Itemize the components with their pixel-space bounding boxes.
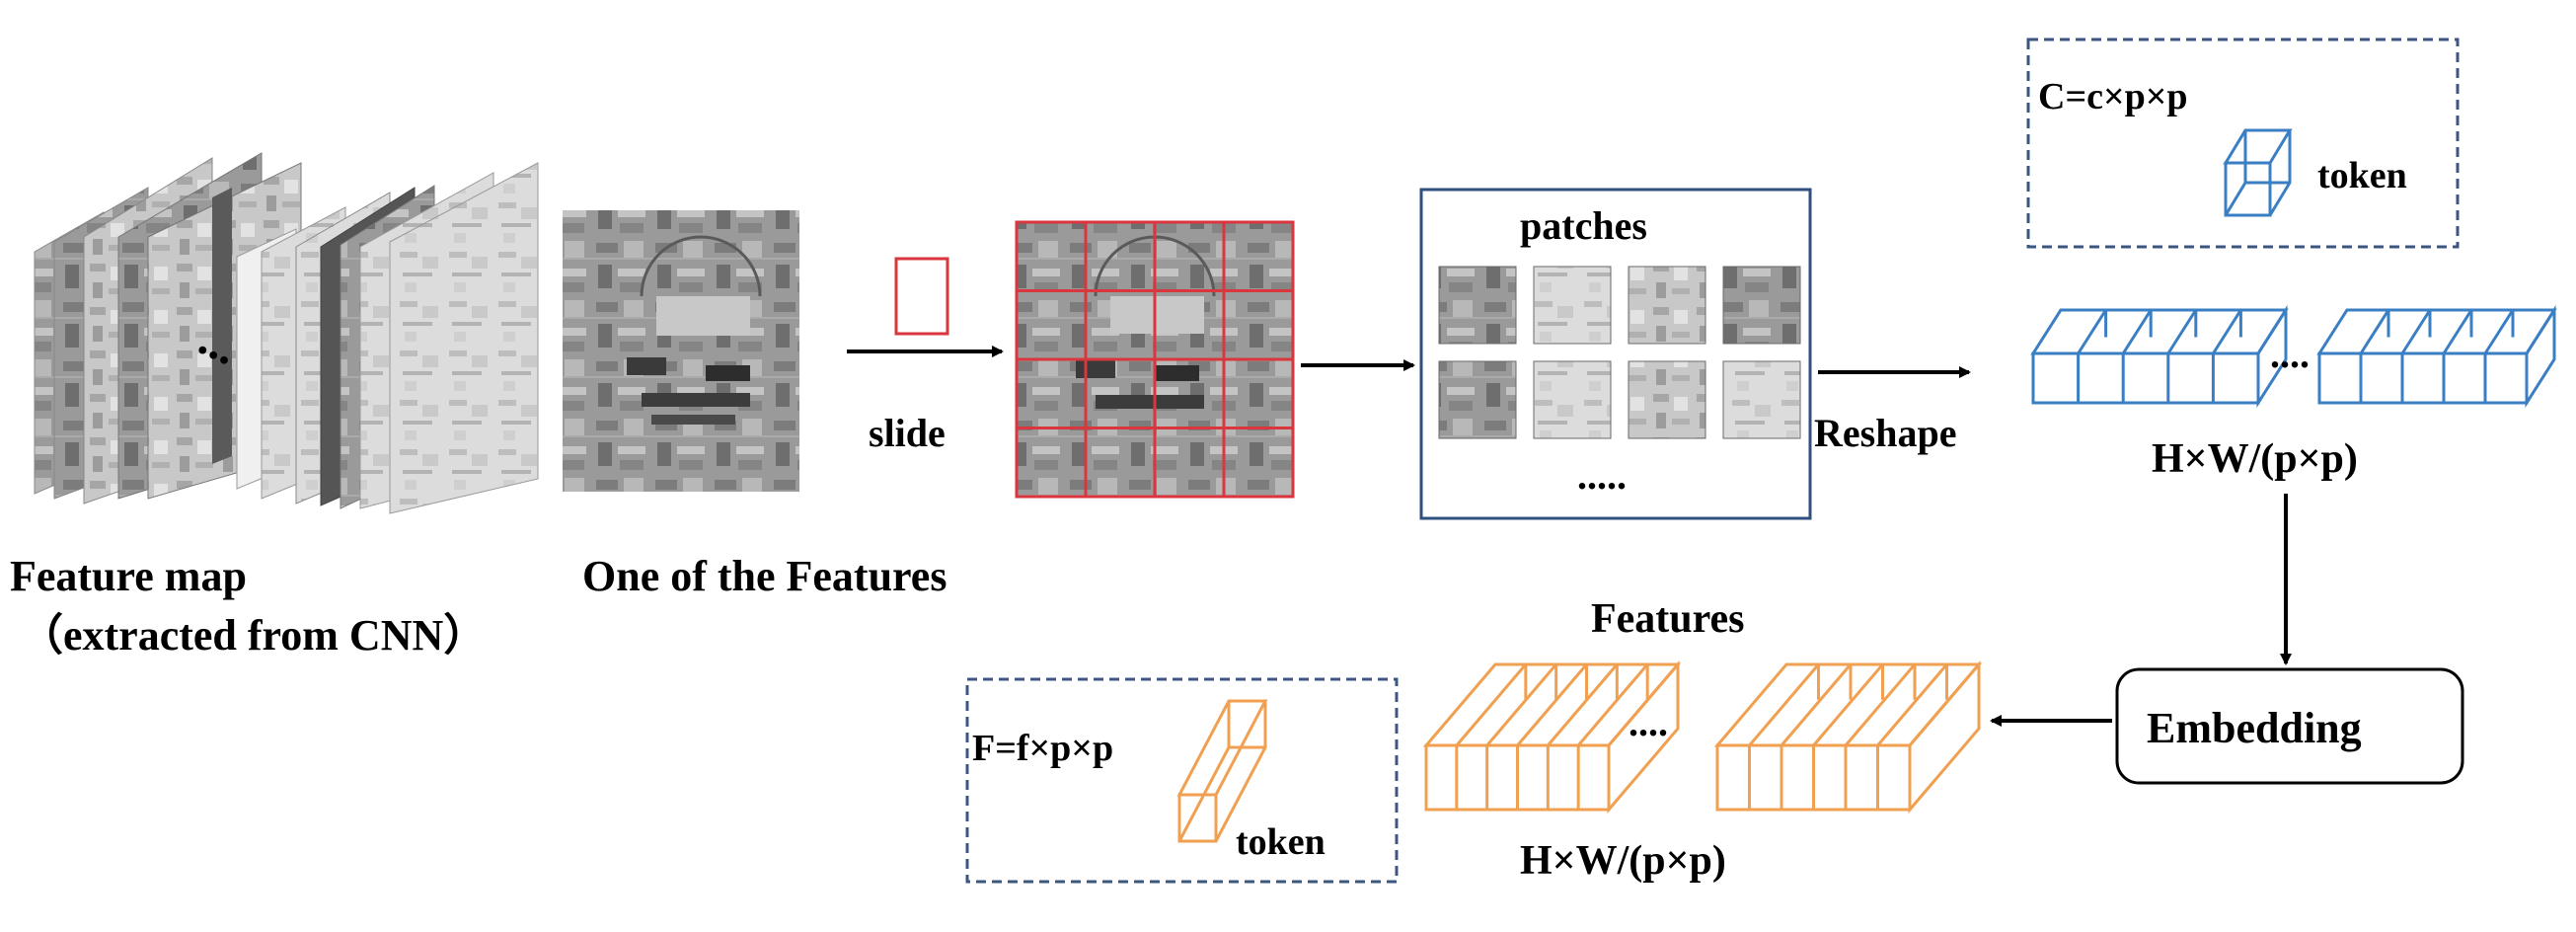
orange-token-sequence [1422, 660, 1983, 815]
feature-image [563, 210, 799, 492]
f-token-label: token [1236, 821, 1326, 863]
embedding-box: Embedding [2115, 667, 2464, 785]
token-slice [2483, 309, 2515, 354]
token-slice [2166, 309, 2198, 354]
token-slice [1780, 663, 1853, 746]
feature-map-stack: ... [34, 152, 539, 514]
hw-top-label: H×W/(p×p) [2152, 436, 2358, 482]
slide-label: slide [869, 411, 946, 455]
blue-token-icon [2223, 128, 2293, 217]
c-token-legend: C=c×p×p token [2026, 38, 2460, 249]
patch-tile [1722, 360, 1801, 439]
token-side [2256, 304, 2288, 409]
token-slice [1577, 663, 1649, 746]
token-slice [2212, 309, 2242, 354]
patch-tile [1533, 360, 1612, 439]
sliding-window-icon [894, 257, 949, 336]
gridded-image [1015, 220, 1295, 499]
blue-token-sequence [2030, 304, 2557, 409]
patch-tile [1533, 266, 1612, 345]
patch-tile [1628, 266, 1706, 345]
one-feature-label: One of the Features [582, 552, 947, 600]
token-slice [1516, 663, 1588, 746]
token-slice [1455, 663, 1527, 746]
blue-ellipsis: .... [2270, 332, 2310, 376]
token-front [2031, 351, 2260, 405]
patch-tile [1722, 266, 1801, 345]
token-slice [2400, 309, 2432, 354]
f-token-legend: F=f×p×p token [965, 677, 1399, 884]
token-slice [1812, 663, 1884, 746]
f-formula: F=f×p×p [972, 728, 1113, 769]
token-slice [1876, 663, 1948, 746]
token-front [2317, 351, 2529, 405]
c-token-label: token [2317, 155, 2407, 196]
patch-tile [1628, 360, 1706, 439]
token-slice [2442, 309, 2473, 354]
token-slice [1485, 663, 1557, 746]
token-side [1908, 660, 1981, 815]
token-top [2316, 308, 2557, 355]
token-top [2030, 308, 2289, 355]
patch-tile [1438, 266, 1517, 345]
orange-ellipsis: .... [1629, 700, 1668, 744]
token-slice [1547, 663, 1619, 746]
token-slice [2077, 309, 2107, 354]
patches-title: patches [1520, 203, 1647, 248]
hw-bottom-label: H×W/(p×p) [1520, 838, 1726, 884]
patches-dots: ..... [1577, 453, 1627, 498]
token-side [1607, 660, 1680, 815]
token-slice [2359, 309, 2390, 354]
orange-token-icon [1176, 699, 1268, 843]
embedding-label: Embedding [2147, 704, 2362, 752]
features-label: Features [1591, 596, 1745, 642]
token-slice [1748, 663, 1820, 746]
token-slice [1844, 663, 1917, 746]
feature-map-label: Feature map [10, 552, 247, 600]
patch-tile [1438, 360, 1517, 439]
token-slice [2121, 309, 2153, 354]
reshape-label: Reshape [1814, 411, 1956, 455]
token-side [2525, 304, 2556, 409]
extracted-label: （extracted from CNN） [20, 611, 487, 660]
patches-box: patches ..... [1419, 188, 1812, 520]
c-formula: C=c×p×p [2038, 76, 2188, 117]
